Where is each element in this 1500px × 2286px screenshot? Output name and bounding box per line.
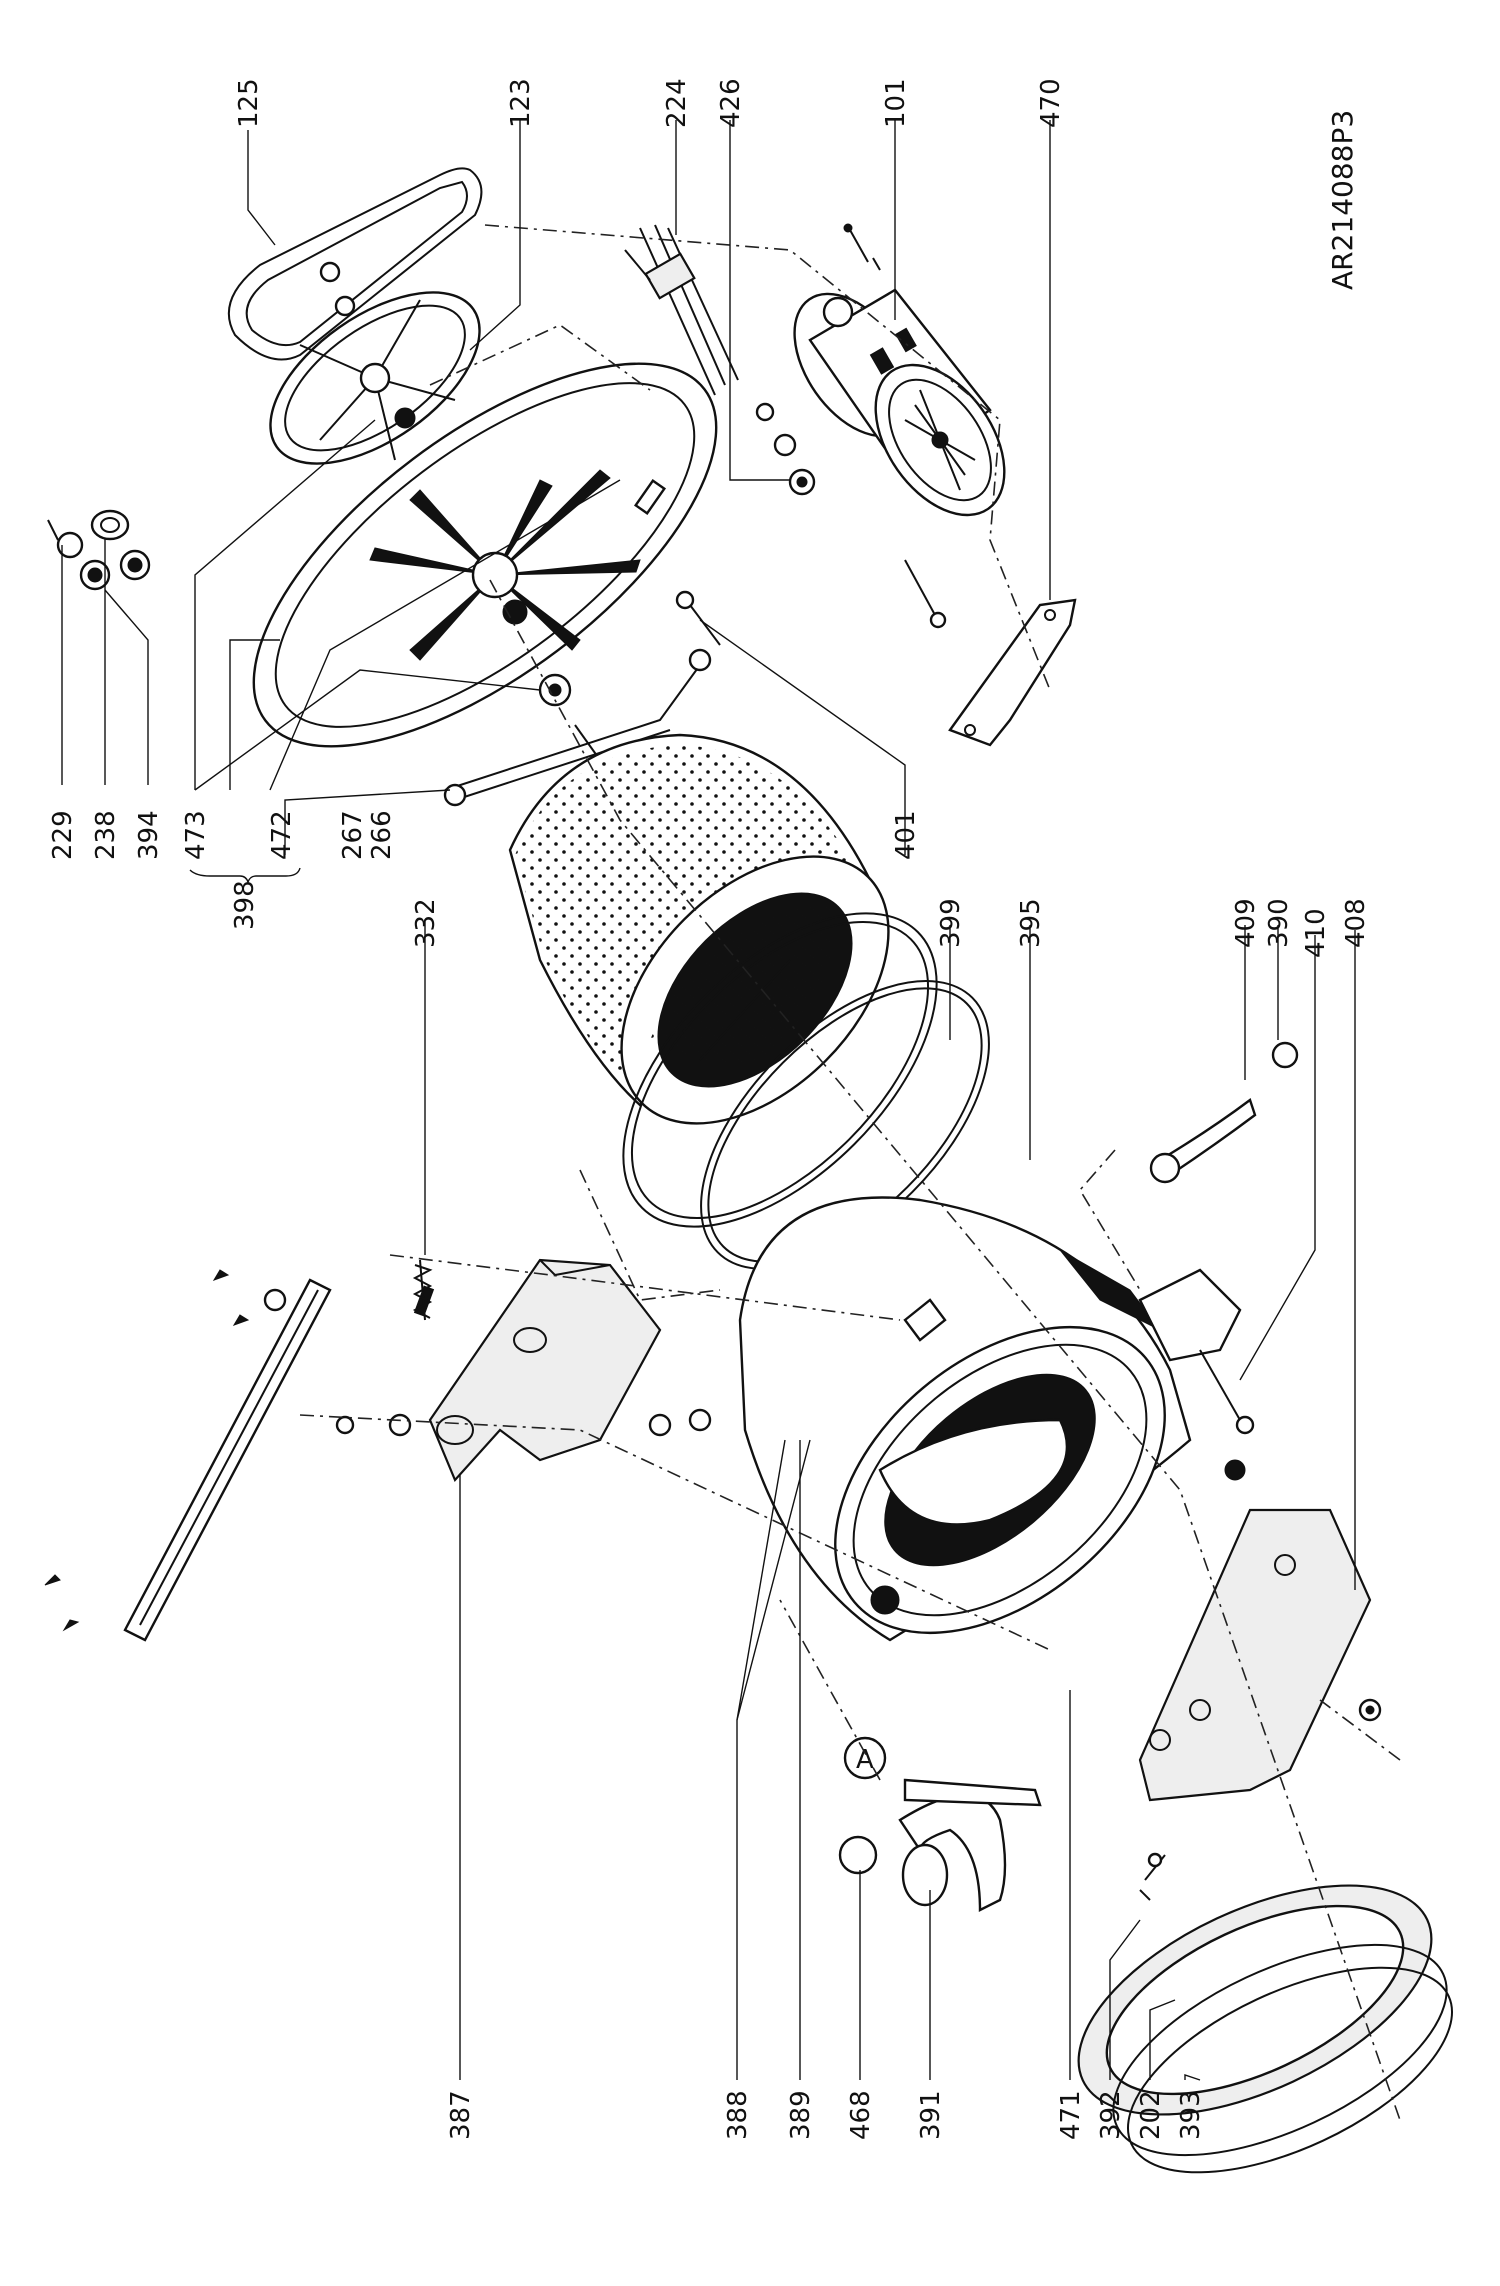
drum-rear-flange [252, 362, 718, 748]
label-471: 471 [1056, 2090, 1086, 2140]
label-266: 266 [367, 810, 397, 860]
small-nut-pair [319, 261, 356, 317]
front-counterweight [1138, 1508, 1372, 1802]
bearing-and-seal-set [47, 509, 151, 591]
drive-belt [227, 167, 483, 361]
label-409: 409 [1231, 898, 1261, 948]
label-229: 229 [48, 810, 78, 860]
label-101: 101 [881, 78, 911, 128]
top-counterweight [428, 1258, 662, 1483]
group-bracket-398 [189, 867, 301, 885]
label-426: 426 [716, 78, 746, 128]
label-123: 123 [506, 78, 536, 128]
drum-pulley [269, 291, 481, 465]
drawing-code: AR214088P3 [1326, 110, 1359, 290]
label-398: 398 [230, 880, 260, 930]
label-394: 394 [134, 810, 164, 860]
tub-brackets [903, 1268, 1255, 1481]
weight-nut [1358, 1698, 1382, 1722]
label-332: 332 [411, 898, 441, 948]
drain-hose-short [1149, 1041, 1299, 1184]
callout-label: A [856, 1745, 874, 1775]
label-224: 224 [662, 78, 692, 128]
label-399: 399 [936, 898, 966, 948]
motor-fixing-nuts [755, 402, 816, 496]
drum-seal-rings [622, 912, 990, 1270]
label-395: 395 [1016, 898, 1046, 948]
label-410: 410 [1301, 908, 1331, 958]
door-seal [1077, 1852, 1453, 2174]
label-267: 267 [338, 810, 368, 860]
label-125: 125 [234, 78, 264, 128]
shaft-bearing [538, 673, 601, 761]
callout-marker: A [843, 1736, 887, 1780]
assembly-centerlines [299, 224, 1401, 2121]
motor-bracket [948, 598, 1077, 747]
label-389: 389 [786, 2090, 816, 2140]
motor-screws [843, 223, 947, 629]
leader-lines [61, 120, 1356, 2081]
label-387: 387 [446, 2090, 476, 2140]
label-408: 408 [1341, 898, 1371, 948]
label-401: 401 [891, 810, 921, 860]
label-468: 468 [846, 2090, 876, 2140]
sump-hose [838, 1778, 1042, 1912]
label-470: 470 [1036, 78, 1066, 128]
label-392: 392 [1096, 2090, 1126, 2140]
top-rail [44, 1269, 332, 1642]
suspension-spring [412, 1259, 433, 1321]
part-labels: 125 123 224 426 101 470 229 238 394 473 … [48, 78, 1371, 2140]
label-393: 393 [1176, 2090, 1206, 2140]
label-473: 473 [181, 810, 211, 860]
outer-tub [738, 1196, 1192, 1642]
motor [793, 288, 1006, 517]
label-388: 388 [723, 2090, 753, 2140]
label-390: 390 [1264, 898, 1294, 948]
label-472: 472 [267, 810, 297, 860]
washing-drum [508, 733, 890, 1125]
heating-element [624, 224, 739, 396]
label-202: 202 [1136, 2090, 1166, 2140]
label-238: 238 [91, 810, 121, 860]
label-391: 391 [916, 2090, 946, 2140]
